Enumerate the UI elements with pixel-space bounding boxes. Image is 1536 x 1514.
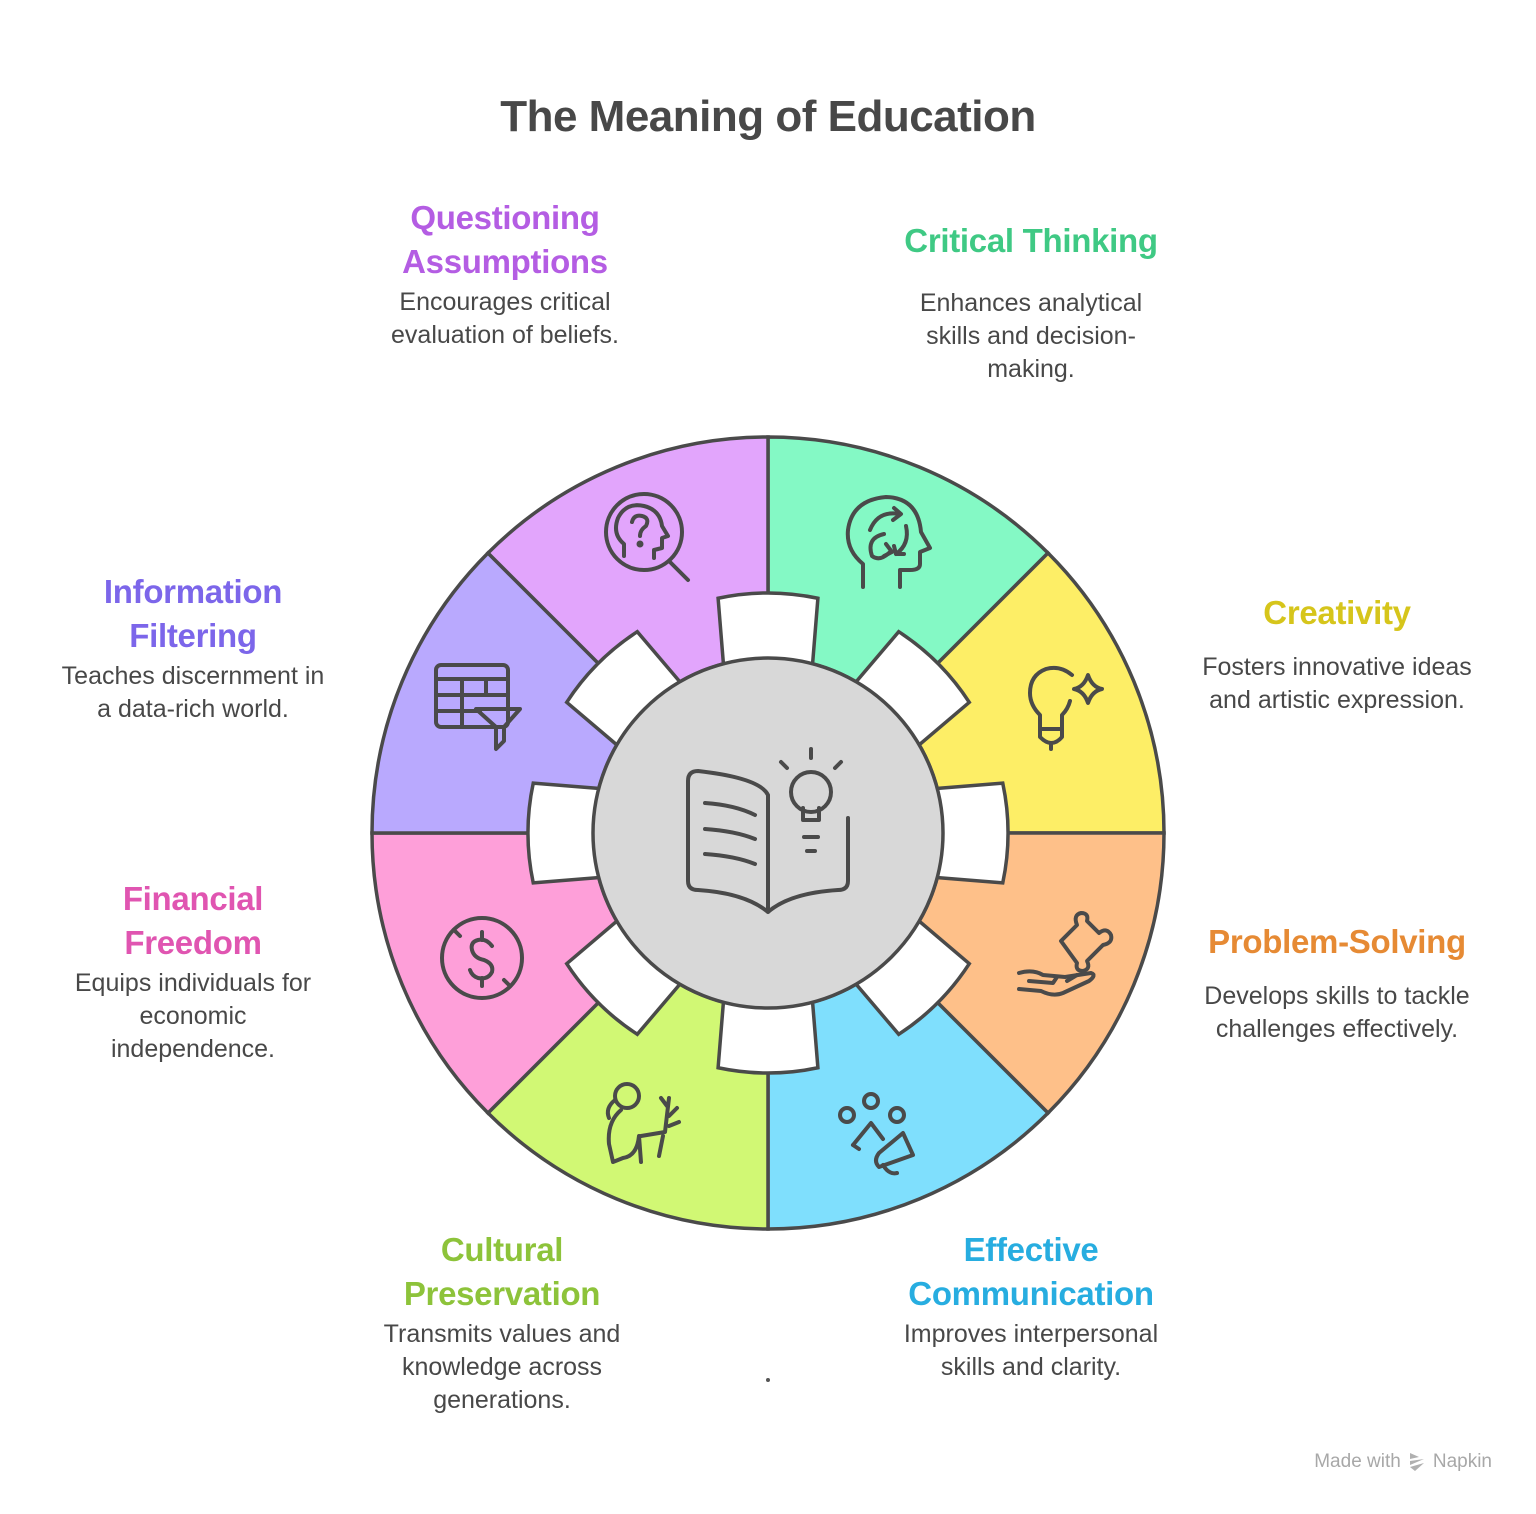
segment-description: Enhances analytical skills and decision-m… [861,287,1201,386]
notch [526,781,605,885]
segment-description-line: Improves interpersonal [903,1320,1159,1348]
segment-description: Encourages critical evaluation of beliefs… [335,286,675,352]
open-book-lightbulb-icon [686,747,850,914]
segment-title-line: Financial [122,880,264,917]
napkin-brand-text: Napkin [1432,1451,1492,1472]
person-plant-icon [605,1082,681,1164]
segment-description-line: generations. [433,1386,571,1414]
head-cycle-icon [845,495,932,589]
segment-description: Transmits values and knowledge across gene… [332,1318,672,1417]
segment-description-line: Fosters innovative ideas [1202,653,1472,681]
segment-description: Equips individuals for economic independen… [23,967,363,1066]
head-question-search-icon [604,492,690,582]
segment-description: Improves interpersonal skills and clarity… [861,1318,1201,1384]
segment-description-line: a data-rich world. [97,695,289,723]
segment-description-line: evaluation of beliefs. [391,321,619,349]
segment-description-line: and artistic expression. [1209,686,1465,714]
napkin-watermark[interactable]: Made with Napkin [1314,1451,1492,1473]
segment-description-line: skills and decision- [926,322,1136,350]
page-title: The Meaning of Education [500,92,1036,141]
segment-title: Critical Thinking [861,219,1201,263]
notch [851,916,972,1037]
segment-description: Fosters innovative ideas and artistic exp… [1167,651,1507,717]
segment-description-line: independence. [110,1035,276,1063]
segment-title-line: Problem-Solving [1208,923,1466,960]
segment-description-line: Enhances analytical [919,289,1143,317]
segment-title-line: Effective [963,1231,1099,1268]
segment-title-line: Cultural [440,1231,564,1268]
segment-title-line: Assumptions [402,243,608,280]
table-filter-icon [434,663,522,751]
segment-title-line: Creativity [1263,594,1411,631]
segment-description-line: Equips individuals for [74,969,312,997]
dollar-circle-icon [440,916,524,1000]
notch [716,996,820,1075]
hand-puzzle-icon [1017,911,1114,997]
segment-title-line: Critical Thinking [904,222,1158,259]
notch [564,629,685,750]
segment-description: Teaches discernment in a data-rich world. [23,660,363,726]
wheel-notches [526,591,1010,1075]
segment-description-line: making. [987,355,1075,383]
napkin-logo-icon [1409,1453,1424,1471]
segment-description: Develops skills to tackle challenges effe… [1167,980,1507,1046]
segment-description-line: Transmits values and [383,1320,621,1348]
megaphone-people-icon [838,1092,915,1176]
notch [564,916,685,1037]
notch [931,781,1010,885]
segment-title-line: Information [103,573,283,610]
segment-title: Creativity [1167,591,1507,635]
segment-description-line: skills and clarity. [940,1353,1122,1381]
segment-description-line: knowledge across [401,1353,603,1381]
segment-description-line: Encourages critical [399,288,611,316]
segment-icons [434,492,1114,1176]
segment-title-line: Filtering [129,617,257,654]
lightbulb-sparkle-icon [1028,665,1104,751]
segment-title-line: Freedom [124,924,262,961]
stray-dot [766,1378,770,1382]
segment-description-line: challenges effectively. [1215,1015,1459,1043]
segment-description-line: Teaches discernment in [61,662,325,690]
segment-title-line: Communication [908,1275,1154,1312]
segment-title-line: Questioning [410,199,600,236]
notch [716,591,820,670]
notch [851,629,972,750]
segment-description-line: Develops skills to tackle [1204,982,1470,1010]
made-with-text: Made with [1314,1451,1401,1472]
segment-description-line: economic [139,1002,247,1030]
segment-title: Problem-Solving [1167,920,1507,964]
wheel-segments [370,435,1166,1231]
segment-title-line: Preservation [403,1275,601,1312]
